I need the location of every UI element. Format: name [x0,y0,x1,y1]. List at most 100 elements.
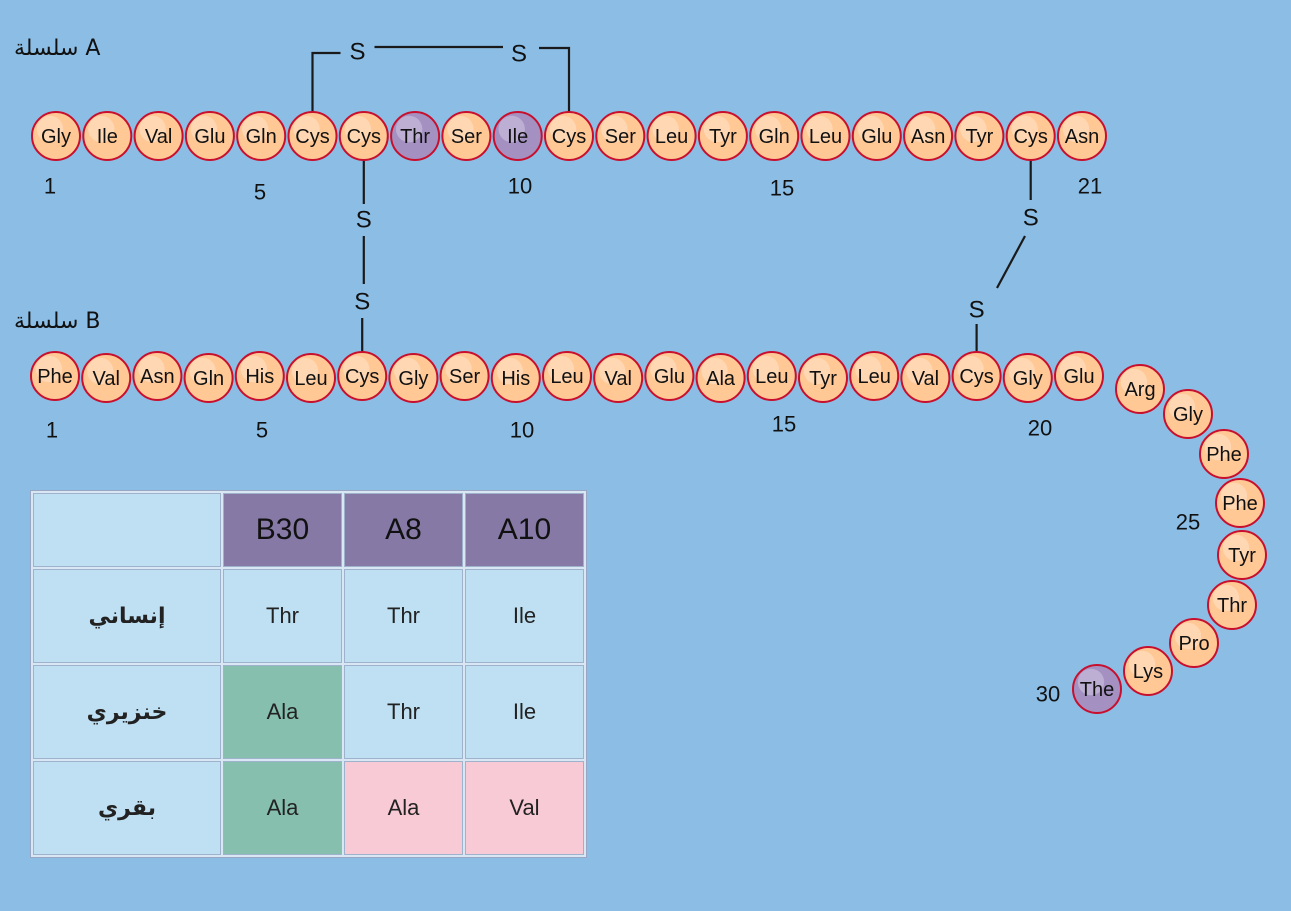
residue-circle [695,353,746,403]
residue-highlight [36,115,64,143]
residue-highlight [35,355,63,383]
chain-b-residue-19: Cys [951,351,1002,401]
residue-label: Ala [706,368,736,390]
residue-highlight [857,115,884,143]
chain-a-residue-20: Cys [1005,111,1056,161]
chain-b-residue-10: His [490,353,541,403]
residue-highlight [395,115,423,143]
chain-b-residue-3: Asn [132,351,183,401]
chain-a-residue-19: Tyr [954,111,1005,161]
residue-label: Cys [959,366,993,388]
residue-circle [1169,618,1219,668]
chain-b-residue-6: Leu [286,353,336,403]
residue-label: Thr [400,126,430,148]
residue-label: Cys [345,366,379,388]
chain-a-residue-4: Glu [184,111,235,161]
chain-b-residue-11: Leu [542,351,592,401]
chain-b-residue-30: The [1072,664,1122,714]
residue-highlight [445,355,472,383]
residue-circle [798,353,848,403]
chain-b-residue-17: Leu [849,351,900,401]
residue-circle [749,111,800,161]
sulfur-label: S [969,297,985,324]
chain-b-position-label: 10 [510,418,534,443]
residue-circle [287,111,338,161]
residue-circle [954,111,1005,161]
residue-highlight [908,115,936,143]
residue-label: Gly [398,368,428,390]
residue-circle [644,351,695,401]
table-cell: Thr [344,569,463,663]
residue-highlight [1120,368,1148,396]
residue-label: Gly [41,126,71,148]
residue-highlight [547,355,575,383]
residue-highlight [1168,393,1196,421]
residue-label: Leu [550,366,583,388]
chain-b-residue-27: Thr [1207,580,1257,630]
chain-b-residue-14: Ala [695,353,746,403]
table-header-a8: A8 [344,493,463,567]
residue-highlight [240,355,267,383]
table-row: إنساني Thr Thr Ile [33,569,584,663]
table-cell: Ile [465,665,584,759]
residue-label: Asn [140,366,174,388]
residue-label: Gln [759,126,790,148]
residue-label: Glu [861,126,892,148]
residue-highlight [189,357,216,385]
chain-b-residue-26: Tyr [1217,530,1267,580]
residue-circle [1072,664,1122,714]
residue-label: Leu [755,366,788,388]
chain-a-residue-18: Asn [903,111,954,161]
residue-label: Ser [449,366,480,388]
table-cell: Thr [344,665,463,759]
residue-circle [338,111,389,161]
chain-a-position-label: 10 [508,174,532,199]
table-row: خنزيري Ala Thr Ile [33,665,584,759]
residue-circle [951,351,1002,401]
residue-highlight [190,115,218,143]
chain-b-residue-9: Ser [439,351,490,401]
chain-a-residue-16: Leu [800,111,851,161]
residue-highlight [1174,622,1202,650]
species-label: إنساني [33,569,221,663]
residue-circle [542,351,592,401]
sulfur-label: S [1023,205,1039,232]
sulfur-label: S [349,39,365,66]
chain-b-residue-21: Glu [1054,351,1104,401]
chain-a-residue-17: Glu [851,111,902,161]
residue-circle [903,111,954,161]
residue-circle [81,353,132,403]
table-cell: Ala [223,761,342,855]
residue-circle [133,111,184,161]
residue-label: Ser [605,126,636,148]
chain-b-residue-25: Phe [1215,478,1265,528]
residue-highlight [1062,115,1090,143]
residue-highlight [1008,357,1035,385]
residue-circle [1057,111,1107,161]
residue-label: Pro [1178,633,1209,655]
residue-circle [746,351,797,401]
residue-label: Phe [1206,444,1242,466]
chain-b-position-label: 30 [1036,682,1060,707]
residue-label: Phe [37,366,73,388]
residue-highlight [957,355,984,383]
residue-label: Leu [294,368,327,390]
residue-highlight [1220,482,1248,510]
chain-b-residue-2: Val [81,353,132,403]
residue-highlight [703,115,731,143]
residue-highlight [1212,584,1240,612]
residue-circle [595,111,646,161]
residue-circle [800,111,851,161]
residue-highlight [1128,650,1156,678]
residue-circle [1207,580,1257,630]
chain-b-residue-5: His [234,351,285,401]
chain-b-residue-12: Val [593,353,644,403]
residue-circle [439,351,490,401]
chain-a-residue-2: Ile [82,111,133,161]
chain-a-residue-1: Gly [31,111,81,161]
chain-b-residue-7: Cys [337,351,388,401]
residue-circle [183,353,234,403]
residue-label: Leu [809,126,842,148]
residue-circle [286,353,336,403]
